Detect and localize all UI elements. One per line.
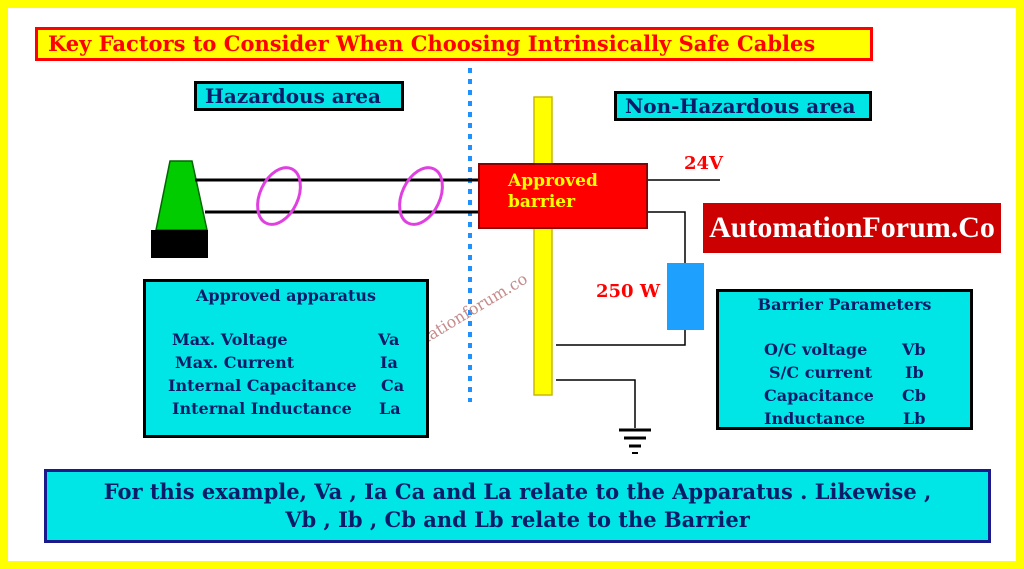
apparatus-param-symbol: La (379, 399, 401, 418)
resistor-lead-top (648, 211, 686, 263)
resistor-label: 250 W (596, 281, 661, 302)
resistor-lead-bottom (556, 330, 686, 346)
approved-barrier: Approved barrier (478, 163, 648, 229)
barrier-param-symbol: Lb (903, 409, 926, 428)
barrier-panel-title: Barrier Parameters (757, 295, 932, 314)
apparatus-param-name: Max. Voltage (172, 330, 288, 349)
apparatus-param-name: Internal Capacitance (168, 376, 357, 395)
apparatus-param-symbol: Va (378, 330, 400, 349)
cable-ring-2 (398, 166, 444, 226)
barrier-label-line2: barrier (508, 192, 576, 212)
barrier-param-name: Inductance (764, 409, 865, 428)
approved-apparatus-panel: Approved apparatus Max. Voltage Va Max. … (143, 279, 429, 438)
barrier-param-name: O/C voltage (764, 340, 868, 359)
footer-line-1: For this example, Va , Ia Ca and La rela… (103, 479, 932, 504)
barrier-param-symbol: Cb (902, 386, 926, 405)
field-device-top (155, 160, 208, 231)
apparatus-param-name: Internal Inductance (172, 399, 352, 418)
apparatus-param-name: Max. Current (175, 353, 295, 372)
barrier-param-symbol: Ib (905, 363, 924, 382)
barrier-label-line1: Approved (508, 171, 598, 191)
cable-ring-1 (256, 166, 302, 226)
barrier-rail (533, 96, 553, 396)
footer-note: For this example, Va , Ia Ca and La rela… (44, 469, 991, 543)
resistor-250 (667, 263, 704, 330)
field-device-base (151, 230, 208, 258)
supply-voltage-label: 24V (684, 153, 724, 174)
non-hazardous-area-label: Non-Hazardous area (614, 91, 872, 121)
brand-logo: AutomationForum.Co (703, 203, 1001, 253)
footer-line-2: Vb , Ib , Cb and Lb relate to the Barrie… (285, 507, 750, 532)
apparatus-param-symbol: Ca (381, 376, 405, 395)
apparatus-panel-title: Approved apparatus (195, 286, 377, 305)
barrier-param-name: Capacitance (764, 386, 874, 405)
diagram-title: Key Factors to Consider When Choosing In… (35, 27, 873, 61)
apparatus-param-symbol: Ia (380, 353, 398, 372)
barrier-param-name: S/C current (769, 363, 873, 382)
ground-lead (556, 379, 636, 428)
barrier-param-symbol: Vb (902, 340, 926, 359)
barrier-parameters-panel: Barrier Parameters O/C voltage Vb S/C cu… (716, 289, 973, 430)
hazardous-area-label: Hazardous area (194, 81, 404, 111)
